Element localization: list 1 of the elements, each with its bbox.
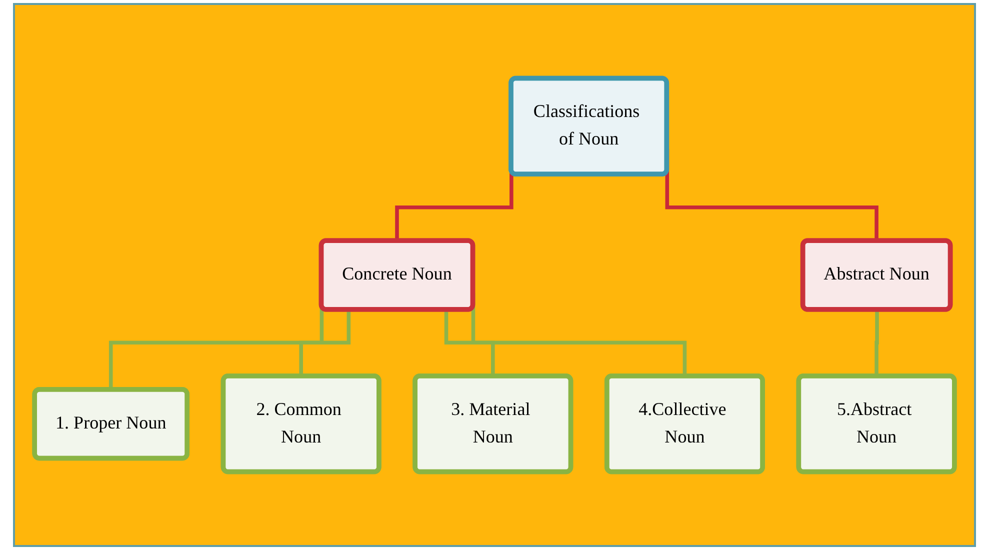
- diagram-background: Classifications of Noun Concrete Noun Abstract Noun 1. Proper Noun 2. Common Noun 3. Material Noun 4.Collective Noun 5.Abstract Noun: [13, 3, 976, 547]
